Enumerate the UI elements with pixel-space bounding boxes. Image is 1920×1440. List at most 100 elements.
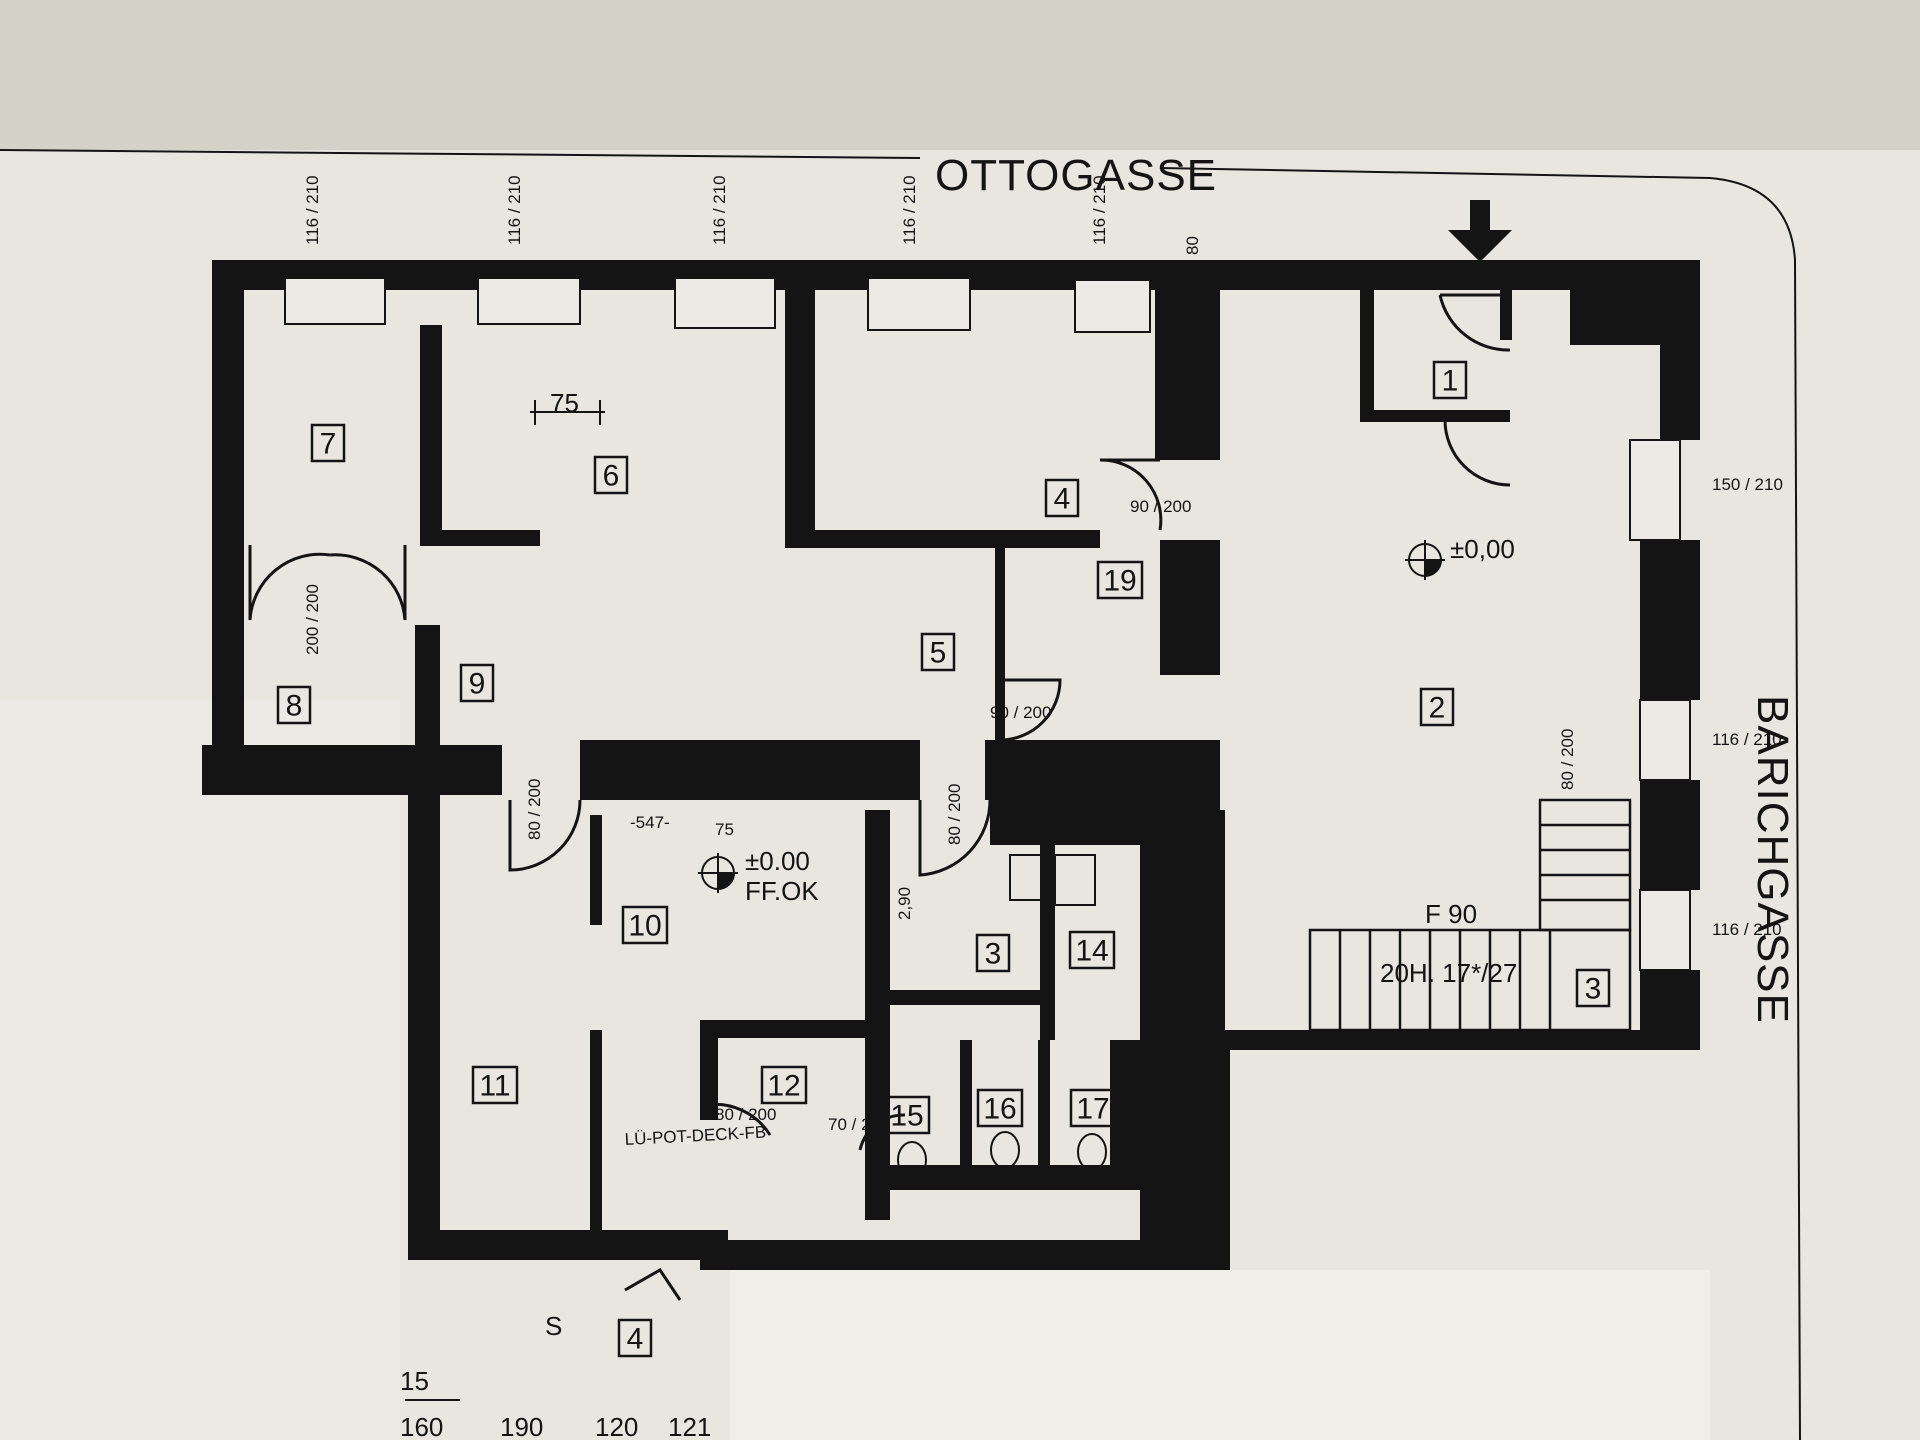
door-swing (999, 678, 1062, 742)
door-dim: 80 / 200 (1558, 729, 1577, 790)
ff-ok-label: FF.OK (745, 876, 819, 906)
room-number-3a: 3 (985, 938, 1002, 971)
room-number-19: 19 (1103, 565, 1136, 598)
street-line-east (1159, 167, 1801, 1440)
stair-note: 20H. 17*/27 (1380, 958, 1517, 988)
door-dims: 90 / 200 90 / 200 80 / 200 80 / 200 80 /… (303, 497, 1577, 1134)
room-number-box (1575, 968, 1611, 1008)
room-number-3b: 3 (1585, 973, 1602, 1006)
room-number-14: 14 (1075, 935, 1108, 968)
room-number-box (310, 423, 346, 463)
dim-75-lower: 75 (715, 820, 734, 839)
room-number-box (1096, 560, 1144, 600)
sanitary-fixtures (897, 854, 1107, 1179)
window-dim: 116 / 210 (710, 175, 729, 245)
level-marker-lower: ±0.00 FF.OK (698, 846, 819, 906)
window (477, 277, 581, 325)
window-dim: 116 / 210 (505, 175, 524, 245)
door-swing (1443, 418, 1511, 487)
level-label: ±0,00 (1450, 534, 1515, 564)
bottom-dim: 190 (500, 1412, 543, 1440)
door-dim: 70 / 200 (828, 1115, 889, 1134)
door-swing (858, 1113, 906, 1151)
room-number-4b: 4 (627, 1323, 644, 1356)
door-swing (508, 799, 582, 872)
window (1639, 889, 1691, 971)
window-dims-east: 150 / 210 116 / 210 116 / 210 (1712, 475, 1783, 939)
room-number-11: 11 (479, 1070, 510, 1103)
window (1639, 699, 1691, 781)
window-dim: 116 / 210 (1090, 175, 1109, 245)
toilet-icon (1077, 1133, 1107, 1171)
door-swings (248, 293, 1511, 1301)
street-name-north: OTTOGASSE (935, 151, 1217, 200)
bottom-dim: 121 (668, 1412, 711, 1440)
window-dims-north: 116 / 210 116 / 210 116 / 210 116 / 210 … (303, 175, 1109, 245)
window (1629, 439, 1681, 541)
washbasin-icon (1009, 854, 1051, 901)
room-number-box (975, 933, 1011, 973)
window-dim: 116 / 210 (900, 175, 919, 245)
entrance-arrow-icon (1448, 200, 1512, 262)
room-number-box (1069, 1088, 1117, 1128)
window (867, 277, 971, 331)
window (674, 277, 776, 329)
toilet-icon (990, 1131, 1020, 1169)
room-number-12: 12 (767, 1070, 800, 1103)
street-line-north (0, 149, 921, 159)
room-number-5: 5 (930, 637, 947, 670)
bottom-dim: 120 (595, 1412, 638, 1440)
level-marker-upper: ±0,00 (1405, 534, 1515, 580)
windows-north (284, 277, 1151, 333)
double-door-swing (248, 545, 407, 621)
dim-line (530, 400, 605, 425)
window-dim: 116 / 210 (1712, 920, 1782, 939)
dim-75-top: 75 (550, 388, 579, 418)
door-dim: 90 / 200 (990, 703, 1051, 722)
door-swing (703, 1040, 772, 1136)
windows-east (1629, 439, 1691, 971)
dim-547: -547- (630, 813, 670, 832)
street-name-east: BARICHGASSE (1748, 695, 1797, 1024)
door-dim: 80 / 200 (945, 784, 964, 845)
window-dim: 116 / 210 (1712, 730, 1782, 749)
window (1074, 279, 1151, 333)
door-swing (1438, 293, 1511, 352)
level-label: ±0.00 (745, 846, 810, 876)
door-swing (1099, 458, 1163, 531)
door-dim: 80 / 200 (715, 1105, 776, 1124)
room-number-10: 10 (628, 910, 661, 943)
staircase (1308, 798, 1632, 1032)
room-number-box (1044, 478, 1080, 518)
room-number-box (459, 663, 495, 703)
toilet-icon (897, 1141, 927, 1179)
paper-overlay (730, 1270, 1710, 1440)
door-swing (1139, 853, 1197, 906)
door-dim: 80 / 200 (1165, 859, 1184, 920)
room-number-box (276, 685, 312, 725)
room-number-box (1419, 687, 1455, 727)
room-number-box (976, 1088, 1024, 1128)
bottom-dim: 15 (400, 1366, 429, 1396)
room-number-box (920, 632, 956, 672)
room-number-box (617, 1318, 653, 1358)
fire-rating-label: F 90 (1425, 899, 1477, 929)
washbasin-icon (1054, 854, 1096, 906)
bottom-dims: 160 190 120 121 15 (400, 1366, 711, 1440)
bottom-dim: 160 (400, 1412, 443, 1440)
room-number-box (1068, 930, 1116, 970)
door-dim: 90 / 200 (1130, 497, 1191, 516)
room-number-8: 8 (286, 690, 303, 723)
room-number-17: 17 (1076, 1093, 1109, 1126)
door-dim: 200 / 200 (303, 584, 322, 655)
room-number-4a: 4 (1054, 483, 1071, 516)
room-number-6: 6 (603, 460, 620, 493)
outer-walls (202, 260, 1700, 1270)
inner-walls (415, 285, 1660, 1250)
room-number-2: 2 (1429, 692, 1446, 725)
room-number-box (593, 455, 629, 495)
letter-s: S (545, 1311, 562, 1341)
